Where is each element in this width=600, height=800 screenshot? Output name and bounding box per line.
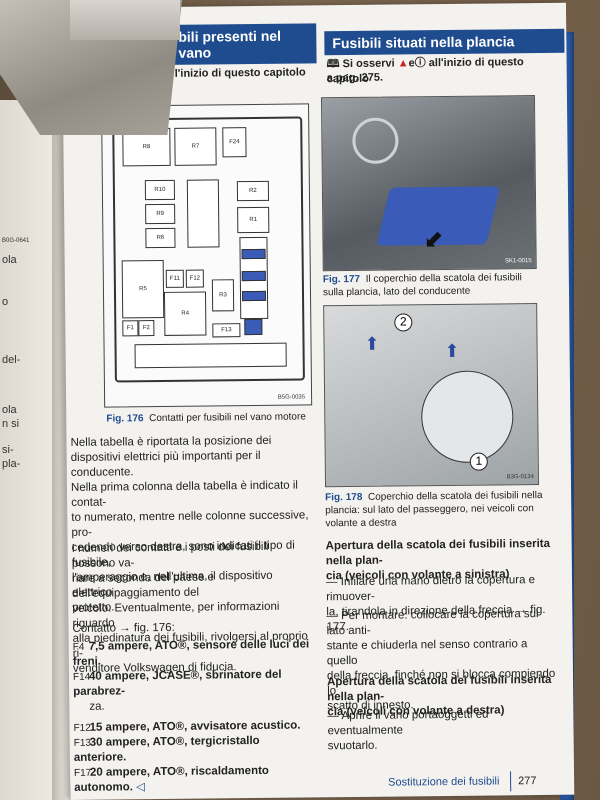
relay: R1	[237, 206, 270, 234]
left-fragment: pla-	[2, 458, 21, 470]
detail-circle	[420, 370, 514, 464]
fuse-row: F1330 ampere, ATO®, tergicristallo anter…	[73, 734, 260, 764]
relay: R10	[144, 179, 176, 201]
fuse-diagram: R8 R7 F24 R10 R2 R5 R9 R1 R6 F11 F12 R3 …	[101, 103, 313, 408]
fig176-caption: Fig. 176 Contatti per fusibili nel vano …	[106, 411, 306, 425]
intro-right-page: a pag. 275.	[326, 71, 384, 85]
footer-section: Sostituzione dei fusibili	[388, 775, 500, 789]
fig-code: B5G-0035	[277, 394, 306, 401]
left-fragment: n si	[2, 418, 20, 430]
arrow-up-icon: ⬆	[364, 333, 380, 354]
left-fragment: si-	[2, 444, 14, 456]
fig177-caption: Fig. 177 Il coperchio della scatola dei …	[322, 272, 522, 299]
arrow-down-icon: ⬋	[423, 226, 444, 254]
fuse-highlight	[241, 248, 266, 260]
fuse-row: F1720 ampere, ATO®, riscaldamento autono…	[73, 764, 269, 794]
left-fragment: ola	[2, 254, 17, 266]
fuse: F24	[222, 127, 247, 158]
page-number: 277	[518, 775, 537, 788]
fuse-row: za.	[89, 700, 105, 713]
fuse: F1	[122, 320, 139, 337]
intro-left: l'inizio di questo capitolo	[174, 66, 306, 80]
relay: R7	[174, 127, 217, 166]
fuse-column	[186, 179, 220, 248]
fuse-row: F1440 ampere, JCASE®, sbrinatore del par…	[72, 668, 282, 698]
book-spine	[52, 95, 66, 800]
footer-divider	[510, 771, 512, 792]
section-header-right: Fusibili situati nella plancia	[324, 28, 565, 56]
callout-2: 2	[394, 313, 413, 332]
binder-clip-top	[70, 0, 180, 40]
relay: R2	[236, 180, 270, 202]
fuse-highlight	[244, 318, 263, 336]
contatto-ref: Contatto → fig. 176:	[72, 621, 175, 635]
relay: R6	[145, 227, 176, 249]
info-icon: ⓘ	[414, 57, 426, 70]
fuse-box-outline: R8 R7 F24 R10 R2 R5 R9 R1 R6 F11 F12 R3 …	[112, 116, 305, 383]
vent-knob	[352, 117, 399, 164]
fuse: F12	[185, 269, 204, 288]
arrow-up-icon: ⬆	[444, 340, 460, 362]
left-fragment: o	[2, 296, 9, 308]
callout-1: 1	[469, 452, 488, 471]
left-code: B0G-0641	[2, 238, 30, 244]
fuse-highlight	[241, 270, 266, 282]
relay: R4	[163, 291, 207, 336]
left-fragment: del-	[2, 354, 21, 366]
right-step-3: — Aprire il vano portaoggetti ed eventua…	[327, 708, 489, 753]
fig178-caption: Fig. 178 Coperchio della scatola dei fus…	[325, 489, 543, 530]
relay: R9	[145, 203, 176, 225]
fuse-highlight	[241, 290, 267, 302]
relay: R3	[211, 279, 235, 312]
fig177-photo: ⬋ SK1-0015	[320, 95, 537, 272]
fuse: F11	[165, 269, 184, 288]
relay: R5	[121, 259, 165, 319]
book-icon: 🕮	[326, 58, 340, 71]
fig178-photo: 2 ⬆ ⬆ 1 B3G-0134	[323, 303, 540, 488]
section-header-left: bili presenti nel vano	[170, 23, 317, 65]
warning-icon: ▲	[397, 57, 409, 70]
left-fragment: ola	[2, 404, 17, 416]
fuse: F2	[138, 320, 155, 337]
fuse: F13	[212, 323, 241, 338]
terminal-row	[134, 342, 287, 369]
fuse-row: F1215 ampere, ATO®, avvisatore acustico.	[73, 719, 301, 734]
